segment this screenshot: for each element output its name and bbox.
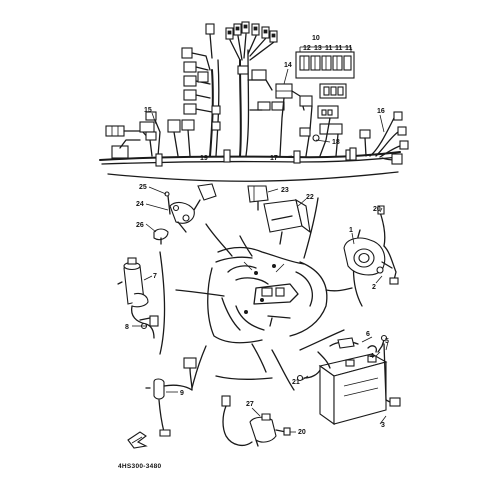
callout-27: 20 — [298, 429, 306, 436]
part-1-horn — [343, 205, 399, 285]
callout-5: 5 — [385, 338, 389, 345]
callout-6: 6 — [366, 331, 370, 338]
callout-labels: 10 12 13 11 11 11 14 15 16 18 19 17 25 2… — [118, 35, 389, 470]
callout-24: 25 — [139, 184, 147, 191]
callout-25: 26 — [136, 222, 144, 229]
figure-code: 4HS300-3480 — [118, 463, 161, 470]
callout-10: 10 — [312, 35, 320, 42]
callout-14: 14 — [284, 62, 292, 69]
callout-26: 27 — [246, 401, 254, 408]
callout-leaders — [132, 68, 389, 433]
callout-20b: 21 — [292, 379, 300, 386]
part-3-battery — [296, 334, 401, 426]
part-23-24-25-bracket-assembly — [153, 183, 217, 245]
callout-19: 19 — [200, 155, 208, 162]
callout-12: 12 — [303, 45, 311, 52]
callout-11a: 11 — [325, 45, 333, 52]
callout-8: 8 — [125, 324, 129, 331]
wire-harness — [99, 21, 409, 167]
part-21-control-unit — [263, 198, 311, 245]
callout-11c: 11 — [345, 45, 353, 52]
callout-1: 1 — [349, 227, 353, 234]
callout-20a: 20 — [373, 206, 381, 213]
callout-3: 3 — [381, 422, 385, 429]
part-9-sensor-lead — [145, 357, 197, 437]
part-26-switch — [221, 395, 291, 447]
callout-17: 17 — [270, 155, 278, 162]
callout-9: 9 — [180, 390, 184, 397]
grouping-brackets — [107, 171, 399, 391]
callout-7: 7 — [153, 273, 157, 280]
callout-23: 24 — [136, 201, 144, 208]
part-22-flasher-relay — [247, 185, 269, 211]
callout-13: 13 — [314, 45, 322, 52]
part-7-main-switch — [117, 257, 159, 339]
callout-22: 23 — [281, 187, 289, 194]
harness-coupler-left — [111, 145, 129, 159]
callout-4: 4 — [370, 353, 374, 360]
callout-16: 16 — [377, 108, 385, 115]
front-direction-arrow — [127, 431, 148, 449]
callout-11b: 11 — [335, 45, 343, 52]
callout-21: 22 — [306, 194, 314, 201]
front-cowl-outline — [207, 246, 328, 344]
callout-15: 15 — [144, 107, 152, 114]
callout-2: 2 — [372, 284, 376, 291]
callout-18: 18 — [332, 139, 340, 146]
